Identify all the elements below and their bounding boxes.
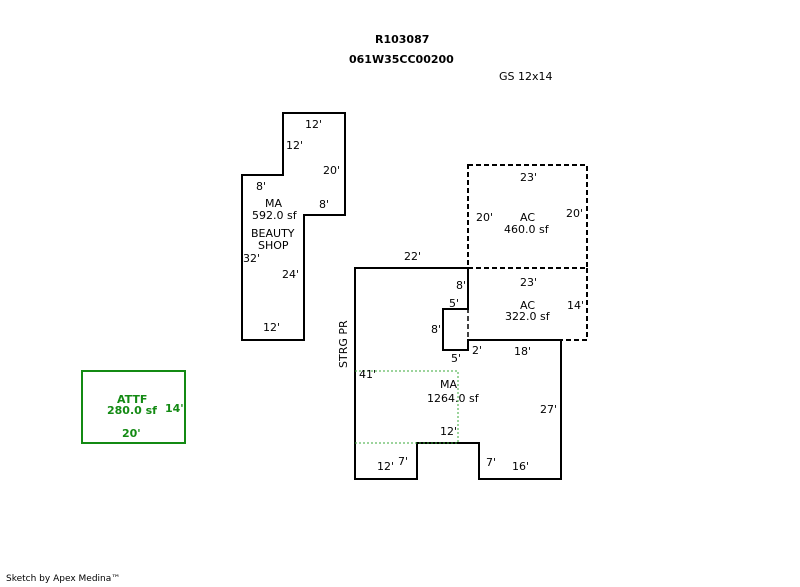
beauty-dim: 20' xyxy=(323,164,340,177)
ac-lower-dim: 14' xyxy=(567,299,584,312)
main-area-code: MA xyxy=(440,378,457,391)
attf-outline xyxy=(81,370,186,444)
ac-lower-dim: 23' xyxy=(520,276,537,289)
main-ma-outline xyxy=(354,267,562,480)
main-dim: 7' xyxy=(486,456,496,469)
beauty-dim: 12' xyxy=(305,118,322,131)
main-dim: 8' xyxy=(431,323,441,336)
beauty-dim: 12' xyxy=(286,139,303,152)
beauty-dim: 24' xyxy=(282,268,299,281)
ac-lower-code: AC xyxy=(520,299,535,312)
ac-lower-size: 322.0 sf xyxy=(505,310,551,323)
beauty-dim: 32' xyxy=(243,252,260,265)
ac-lower-outline xyxy=(561,268,588,341)
main-dim: 2' xyxy=(472,344,482,357)
beauty-area-code: MA xyxy=(265,197,282,210)
main-dim: 12' xyxy=(440,425,457,438)
parcel-id: R103087 xyxy=(375,33,430,46)
beauty-dim: 12' xyxy=(263,321,280,334)
beauty-shop-outline xyxy=(241,112,346,341)
sketch-credit: Sketch by Apex Medina™ xyxy=(6,574,121,584)
beauty-dim: 8' xyxy=(319,198,329,211)
map-number: 061W35CC00200 xyxy=(349,53,454,66)
main-dim: 22' xyxy=(404,250,421,263)
main-dim: 18' xyxy=(514,345,531,358)
main-area-size: 1264.0 sf xyxy=(427,392,480,405)
garage-shed-note: GS 12x14 xyxy=(499,70,553,83)
main-dim: 5' xyxy=(449,297,459,310)
beauty-label-2: SHOP xyxy=(258,239,289,252)
beauty-area-size: 592.0 sf xyxy=(252,209,298,222)
ac-upper-code: AC xyxy=(520,211,535,224)
attf-dim: 14' xyxy=(165,402,184,415)
main-dim: 12' xyxy=(377,460,394,473)
beauty-dim: 8' xyxy=(256,180,266,193)
strg-pr-label: STRG PR xyxy=(337,320,350,368)
ac-upper-dim: 23' xyxy=(520,171,537,184)
main-dim: 5' xyxy=(451,352,461,365)
ac-upper-size: 460.0 sf xyxy=(504,223,550,236)
main-dim: 41' xyxy=(359,368,376,381)
main-dim: 8' xyxy=(456,279,466,292)
main-dim: 16' xyxy=(512,460,529,473)
beauty-label-1: BEAUTY xyxy=(251,227,295,240)
main-dim: 27' xyxy=(540,403,557,416)
ac-upper-outline xyxy=(467,164,588,269)
ac-upper-dim: 20' xyxy=(476,211,493,224)
attf-code: ATTF xyxy=(117,393,147,406)
attf-dim: 20' xyxy=(122,427,141,440)
attf-size: 280.0 sf xyxy=(107,404,157,417)
ac-upper-dim: 20' xyxy=(566,207,583,220)
main-dim: 7' xyxy=(398,455,408,468)
